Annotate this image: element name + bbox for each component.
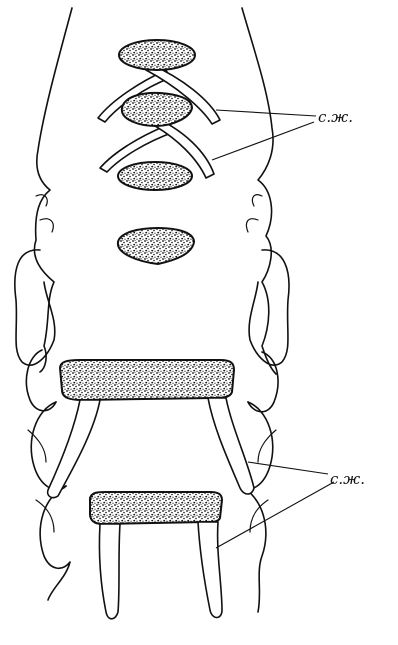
leader-lines <box>212 110 334 548</box>
plate-2 <box>122 93 192 126</box>
plate-6 <box>90 492 222 524</box>
right-body-edge <box>242 8 276 374</box>
left-appendages <box>15 250 70 600</box>
left-lobe-inner-2 <box>36 500 54 532</box>
plate-1 <box>119 40 195 70</box>
plate-3 <box>118 162 192 190</box>
tube-lower-right-1 <box>208 398 254 494</box>
label-lower: с.ж. <box>330 470 365 488</box>
tube-lower-left-1 <box>48 400 100 498</box>
leader-lower-a <box>248 462 328 474</box>
leader-lower-b <box>216 482 334 548</box>
tube-lower-right-2 <box>198 522 222 618</box>
leader-upper-b <box>212 122 314 160</box>
right-appendages <box>240 250 289 612</box>
label-upper: с.ж. <box>318 108 353 126</box>
plate-4 <box>118 228 194 264</box>
tube-lower-left-2 <box>99 524 120 619</box>
right-side-notch-upper <box>252 195 262 206</box>
plate-5 <box>60 360 234 400</box>
right-side-notch-lower <box>246 219 258 232</box>
left-side-notch-lower <box>40 219 53 232</box>
left-lobe-4 <box>40 486 70 600</box>
leader-upper-a <box>216 110 316 116</box>
